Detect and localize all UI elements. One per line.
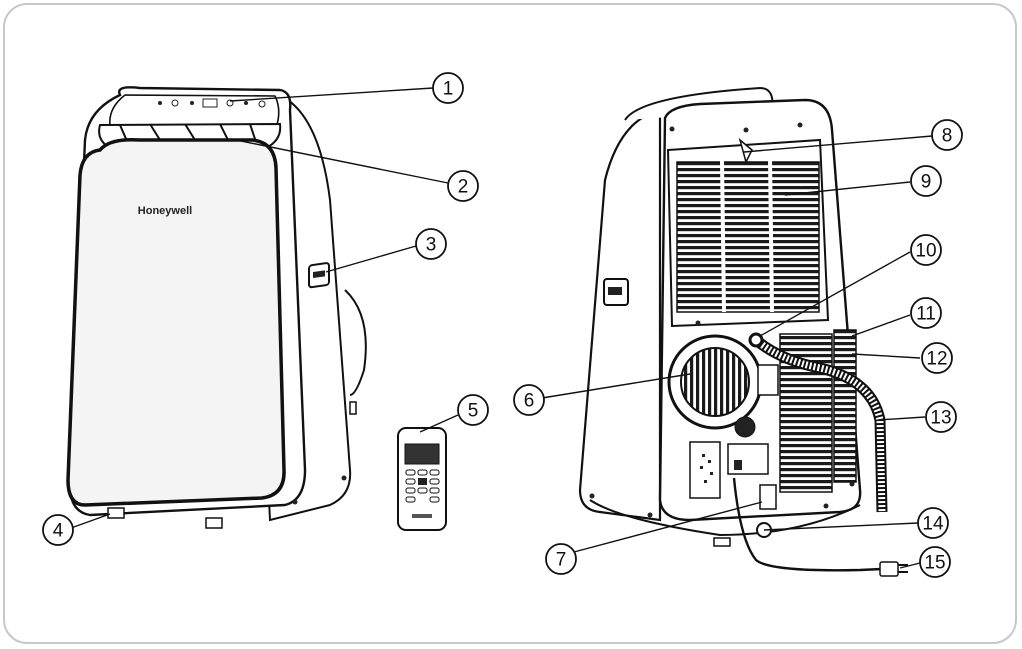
svg-text:8: 8	[942, 126, 953, 147]
svg-text:5: 5	[468, 401, 479, 422]
brand-logo: Honeywell	[138, 205, 192, 217]
callout-7: 7	[545, 543, 577, 575]
callout-11: 11	[910, 297, 942, 329]
exhaust-air-outlet	[680, 347, 750, 417]
callout-markers: 1 2 3 4 5 6 7 8 9 10 11 12 13 14 15	[42, 72, 963, 578]
svg-text:3: 3	[426, 235, 437, 256]
svg-text:12: 12	[926, 349, 947, 370]
callout-8: 8	[931, 119, 963, 151]
control-panel-icons	[158, 98, 266, 108]
back-unit	[578, 86, 908, 577]
svg-text:13: 13	[930, 408, 951, 429]
svg-text:14: 14	[922, 514, 944, 535]
leader-lines	[70, 87, 933, 569]
callout-1: 1	[432, 72, 464, 104]
svg-text:9: 9	[921, 172, 932, 193]
svg-text:4: 4	[53, 521, 64, 542]
callout-14: 14	[917, 507, 949, 539]
svg-text:7: 7	[556, 550, 567, 571]
front-unit: Honeywell	[66, 86, 367, 529]
svg-text:2: 2	[458, 177, 469, 198]
callout-2: 2	[447, 170, 479, 202]
callout-6: 6	[513, 384, 545, 416]
callout-3: 3	[415, 228, 447, 260]
remote-control	[397, 427, 447, 531]
svg-text:10: 10	[915, 241, 936, 262]
callout-5: 5	[457, 394, 489, 426]
callout-13: 13	[925, 401, 957, 433]
svg-text:11: 11	[916, 304, 936, 325]
upper-air-filter-grille	[676, 161, 820, 313]
callout-10: 10	[910, 234, 942, 266]
callout-12: 12	[921, 342, 953, 374]
svg-text:15: 15	[924, 553, 945, 574]
callout-9: 9	[910, 165, 942, 197]
svg-text:1: 1	[443, 79, 454, 100]
callout-15: 15	[919, 546, 951, 578]
svg-text:6: 6	[524, 391, 535, 412]
callout-4: 4	[42, 514, 74, 546]
